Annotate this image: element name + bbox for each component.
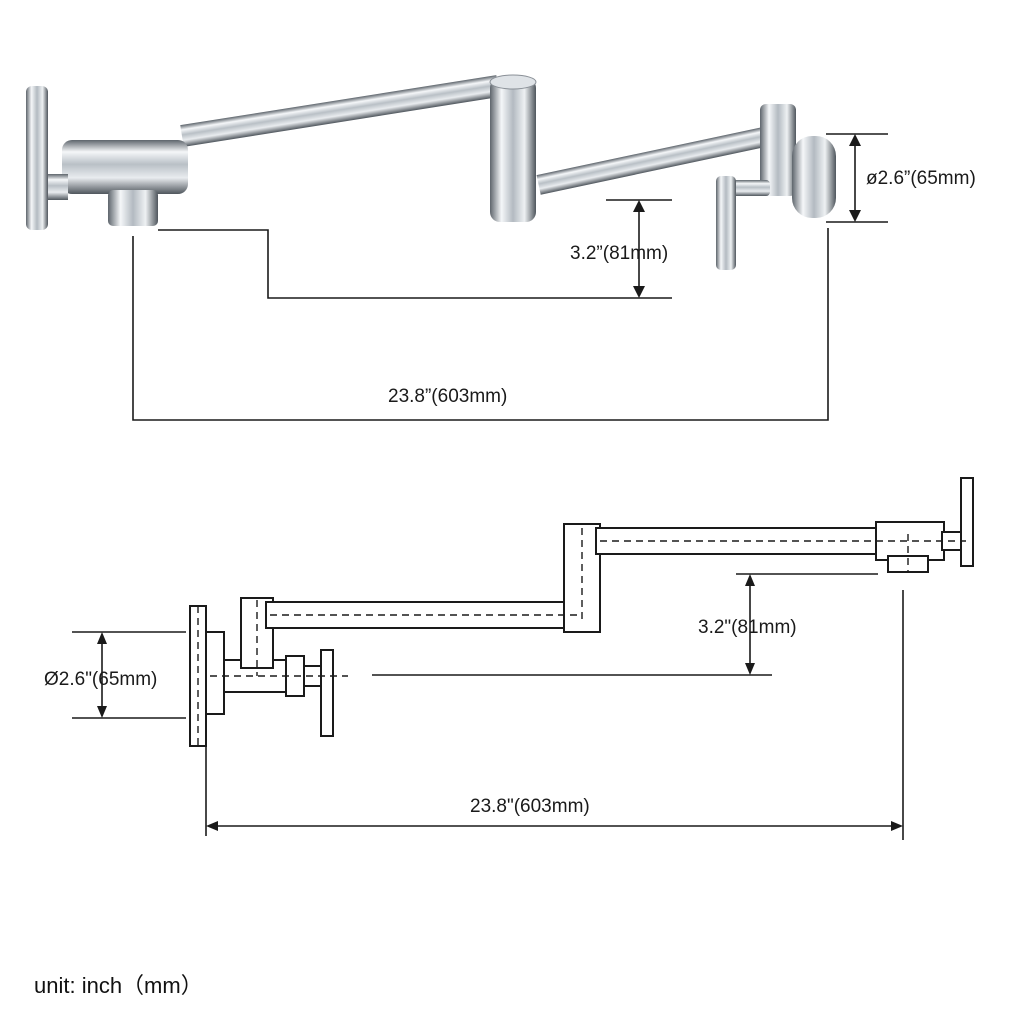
photo-diameter-label: ø2.6”(65mm) — [866, 168, 976, 189]
drawing-spout-handle — [960, 477, 974, 567]
photo-wall-valve — [760, 104, 796, 196]
photo-right-handle — [730, 180, 770, 196]
photo-spout-body — [62, 140, 188, 194]
faucet-photo — [26, 74, 836, 270]
photo-wall-flange — [792, 136, 836, 218]
faucet-technical-drawing — [189, 477, 974, 747]
photo-left-handle — [26, 86, 48, 230]
drawing-flange-collar — [205, 631, 225, 715]
drawing-valve-handle — [320, 649, 334, 737]
photo-length-label: 23.8”(603mm) — [388, 386, 507, 407]
drawing-length-label: 23.8"(603mm) — [470, 796, 590, 817]
unit-label: unit: inch（mm） — [34, 973, 203, 998]
drawing-spout-body — [875, 521, 945, 561]
drawing-wall-flange — [189, 605, 207, 747]
drawing-diameter-label: Ø2.6"(65mm) — [44, 669, 157, 690]
photo-swivel-joint — [490, 78, 536, 222]
photo-height-label: 3.2”(81mm) — [570, 243, 668, 264]
photo-outlet — [108, 190, 158, 226]
photo-short-arm — [536, 125, 776, 195]
drawing-dimensions — [72, 573, 904, 840]
photo-dimensions — [132, 133, 888, 421]
drawing-height-label: 3.2"(81mm) — [698, 617, 797, 638]
photo-long-arm — [180, 75, 500, 147]
photo-right-handle-lever — [716, 176, 736, 270]
